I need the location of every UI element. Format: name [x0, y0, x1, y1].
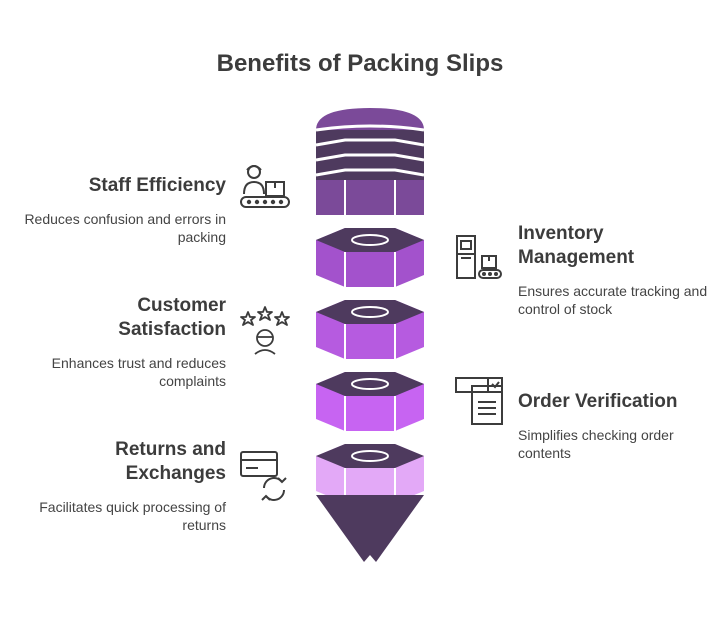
- heading-staff-efficiency: Staff Efficiency: [88, 175, 226, 196]
- inventory-machine-icon: [456, 235, 502, 279]
- desc-customer-satisfaction: Enhances trust and reduces complaints: [51, 355, 226, 389]
- hexagon-layer-3: [316, 372, 424, 431]
- desc-staff-efficiency: Reduces confusion and errors in packing: [24, 211, 226, 245]
- hexagon-layer-2: [316, 300, 424, 359]
- card-exchange-icon: [240, 451, 287, 501]
- desc-inventory-management: Ensures accurate tracking and control of…: [518, 283, 708, 317]
- hexagon-stack: [315, 108, 425, 562]
- heading-returns-exchanges: Returns and Exchanges: [115, 439, 226, 484]
- desc-returns-exchanges: Facilitates quick processing of returns: [39, 499, 226, 533]
- checklist-document-icon: [455, 377, 503, 425]
- heading-order-verification: Order Verification: [518, 391, 678, 412]
- hexagon-layer-1: [316, 228, 424, 287]
- conveyor-worker-icon: [240, 165, 290, 208]
- hexagon-layer-4: [316, 444, 424, 503]
- customer-stars-icon: [240, 306, 290, 355]
- diagram-title: Benefits of Packing Slips: [216, 50, 504, 77]
- desc-order-verification: Simplifies checking order contents: [518, 427, 674, 461]
- top-cap-layer: [315, 108, 425, 215]
- heading-inventory-management: Inventory Management: [518, 223, 635, 268]
- heading-customer-satisfaction: Customer Satisfaction: [118, 295, 226, 340]
- bottom-cone: [316, 495, 424, 562]
